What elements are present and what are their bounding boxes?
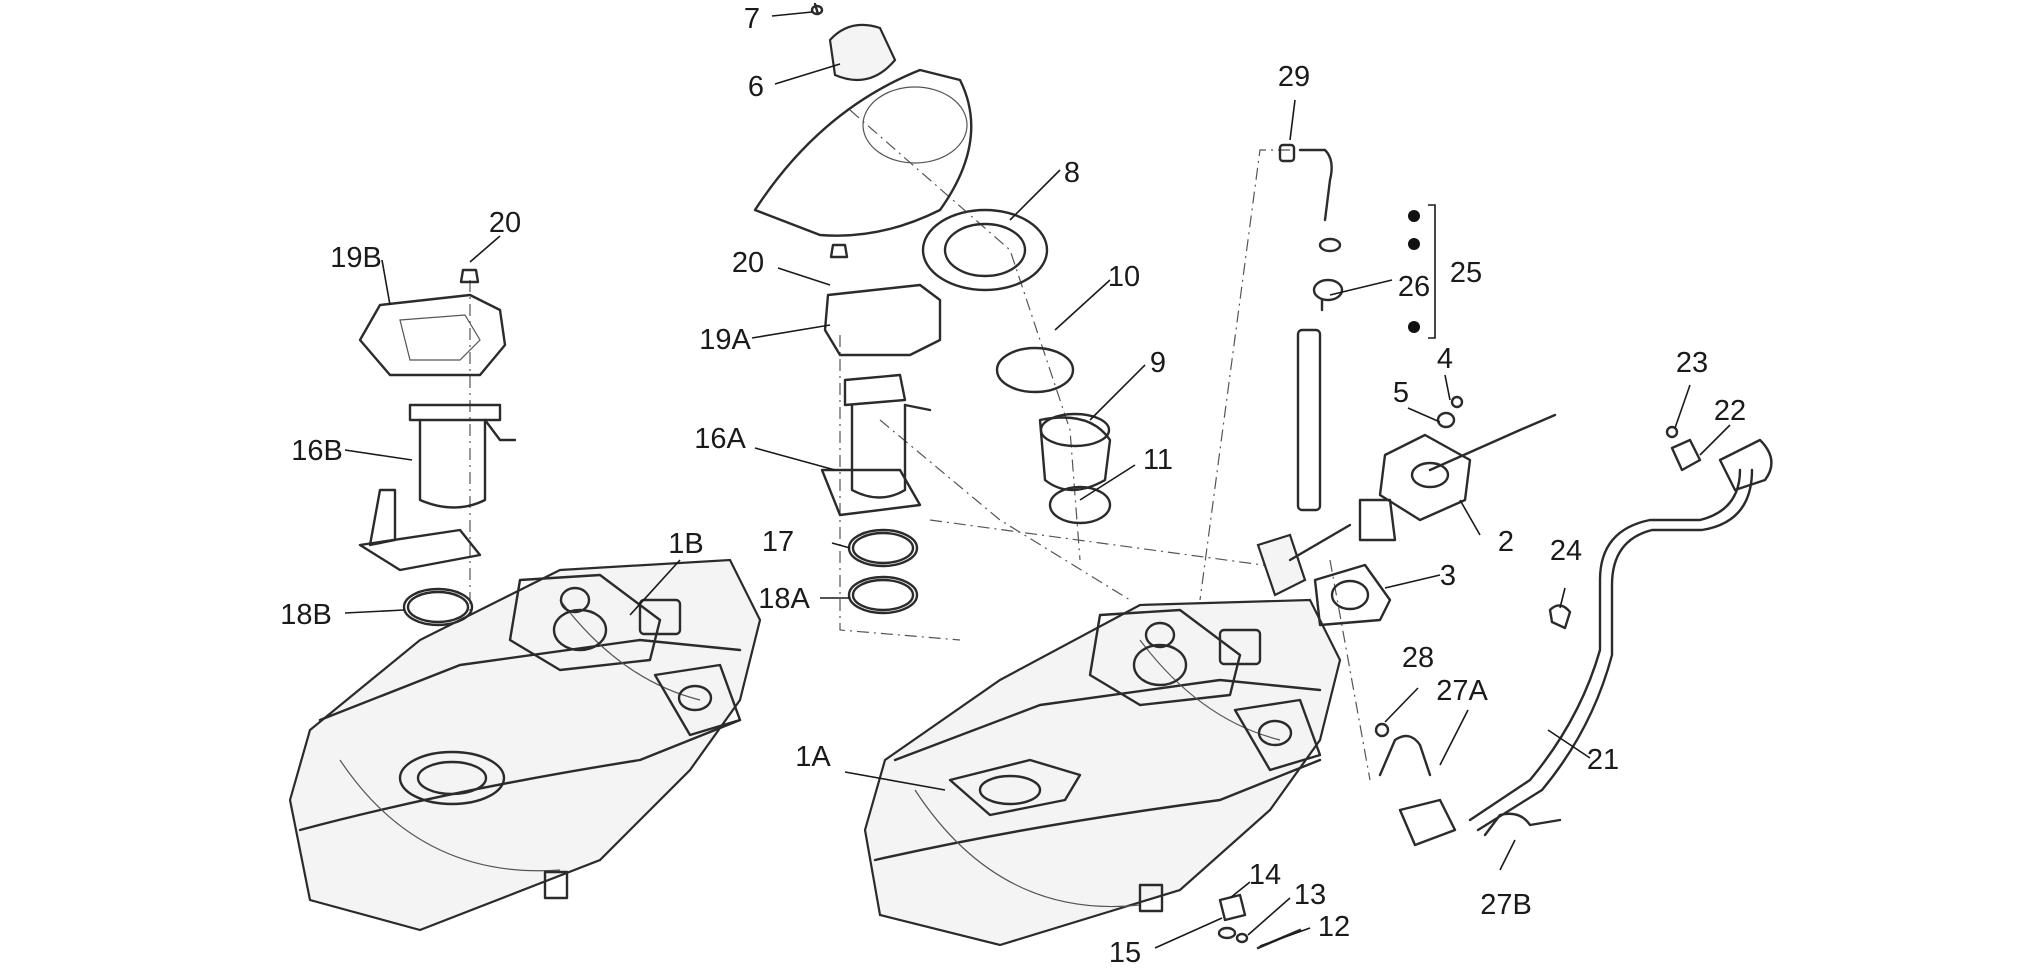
callout-19a: 19A: [699, 324, 751, 356]
callout-12: 12: [1318, 911, 1350, 943]
callout-20-center: 20: [732, 247, 764, 279]
callout-16b: 16B: [291, 435, 343, 467]
callout-17: 17: [762, 526, 794, 558]
callout-27a: 27A: [1436, 675, 1488, 707]
sender-assembly: [1256, 143, 1557, 627]
callout-4: 4: [1437, 343, 1453, 375]
callout-28: 28: [1402, 642, 1434, 674]
callout-15: 15: [1109, 937, 1141, 969]
callout-1a: 1A: [795, 741, 831, 773]
callout-20-left: 20: [489, 207, 521, 239]
callout-8: 8: [1064, 157, 1080, 189]
callout-24: 24: [1550, 535, 1582, 567]
callout-25: 25: [1450, 257, 1482, 289]
callout-1b: 1B: [668, 528, 703, 560]
callout-10: 10: [1108, 261, 1140, 293]
callout-labels: 7 6 29 8 20 19B 20 10 25 26 19A 4 9 23 5…: [280, 3, 1746, 969]
pump-assembly-center: [820, 243, 942, 615]
callout-21: 21: [1587, 744, 1619, 776]
fuel-tank-1a: [863, 598, 1342, 947]
callout-22: 22: [1714, 395, 1746, 427]
callout-11: 11: [1143, 444, 1173, 476]
filler-assembly: [753, 2, 1112, 525]
callout-29: 29: [1278, 61, 1310, 93]
callout-26: 26: [1398, 271, 1430, 303]
fuel-tank-1b: [288, 558, 762, 932]
callout-2: 2: [1498, 526, 1514, 558]
callout-18b: 18B: [280, 599, 332, 631]
callout-7: 7: [744, 3, 760, 35]
callout-13: 13: [1294, 879, 1326, 911]
callout-23: 23: [1676, 347, 1708, 379]
pump-assembly-left: [358, 268, 517, 627]
leader-lines: [344, 11, 1731, 949]
callout-19b: 19B: [330, 242, 382, 274]
callout-5: 5: [1393, 377, 1409, 409]
callout-16a: 16A: [694, 423, 746, 455]
callout-27b: 27B: [1480, 889, 1532, 921]
fuel-hose-assembly: [1217, 425, 1773, 950]
callout-6: 6: [748, 71, 764, 103]
callout-18a: 18A: [758, 583, 810, 615]
callout-9: 9: [1150, 347, 1166, 379]
callout-3: 3: [1440, 560, 1456, 592]
callout-14: 14: [1249, 859, 1281, 891]
